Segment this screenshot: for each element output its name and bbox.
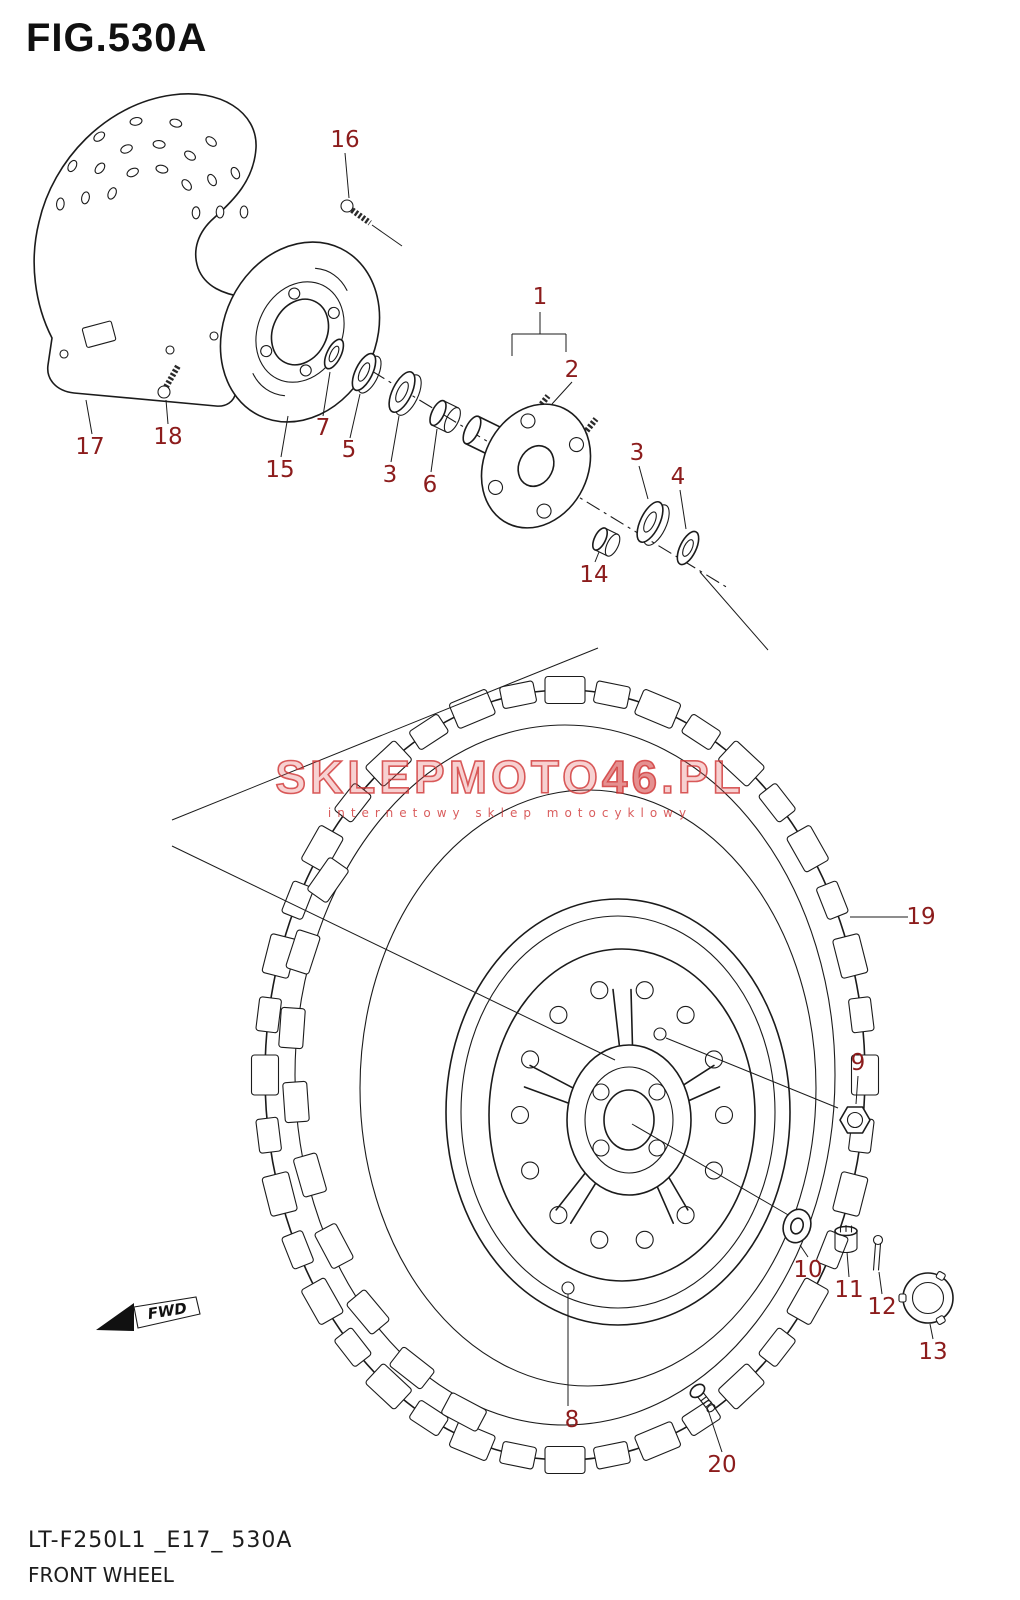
castle-nut [834, 1224, 858, 1254]
callout-14: 14 [579, 562, 609, 588]
figure-name: FRONT WHEEL [28, 1563, 174, 1587]
callout-3-left: 3 [382, 462, 398, 488]
figure-title: FIG.530A [26, 16, 208, 60]
callout-7: 7 [315, 415, 331, 441]
figure-code: LT-F250L1 _E17_ 530A [28, 1528, 293, 1553]
callout-6: 6 [422, 472, 438, 498]
disc-bolt [340, 199, 403, 247]
callout-1: 1 [532, 284, 548, 310]
callout-18: 18 [153, 424, 183, 450]
callout-9: 9 [850, 1050, 866, 1076]
callout-11: 11 [834, 1277, 864, 1303]
callout-10: 10 [793, 1257, 823, 1283]
figure-footer: LT-F250L1 _E17_ 530A FRONT WHEEL [28, 1528, 292, 1587]
callout-leaders [85, 152, 934, 1453]
dust-seal-left [323, 338, 345, 370]
rim-hole-ring [510, 981, 734, 1249]
callout-5: 5 [341, 437, 357, 463]
callout-17: 17 [75, 434, 105, 460]
callout-20: 20 [707, 1452, 737, 1478]
callout-19: 19 [906, 904, 936, 930]
guard-bolt [157, 364, 181, 399]
guard-hole-pattern [55, 116, 249, 220]
callout-13: 13 [918, 1339, 948, 1365]
brake-disc [219, 241, 381, 423]
hub-cap [898, 1271, 954, 1325]
callout-4: 4 [670, 464, 686, 490]
bearing-3-right [636, 500, 670, 546]
callout-15: 15 [265, 457, 295, 483]
front-tire [250, 675, 880, 1475]
fwd-label: FWD [146, 1299, 188, 1323]
wheel-rim [445, 898, 791, 1326]
dust-seal-right [676, 530, 700, 566]
callout-16: 16 [330, 127, 360, 153]
callout-3-right: 3 [629, 440, 645, 466]
fwd-arrow: FWD [96, 1296, 201, 1331]
washer [782, 1208, 812, 1244]
tread-knobs [250, 675, 880, 1475]
cotter-pin [872, 1234, 884, 1271]
axle-nut [839, 1106, 871, 1134]
bearing-left [351, 352, 382, 394]
valve-stem [689, 1383, 716, 1413]
spacer-right [591, 527, 621, 557]
tread-face-patches [278, 857, 487, 1432]
spacer-left [429, 399, 461, 433]
callout-12: 12 [867, 1294, 897, 1320]
callout-8: 8 [564, 1407, 580, 1433]
bearing-3-left [388, 370, 422, 416]
wheel-hub [462, 394, 599, 529]
callout-2: 2 [564, 357, 580, 383]
